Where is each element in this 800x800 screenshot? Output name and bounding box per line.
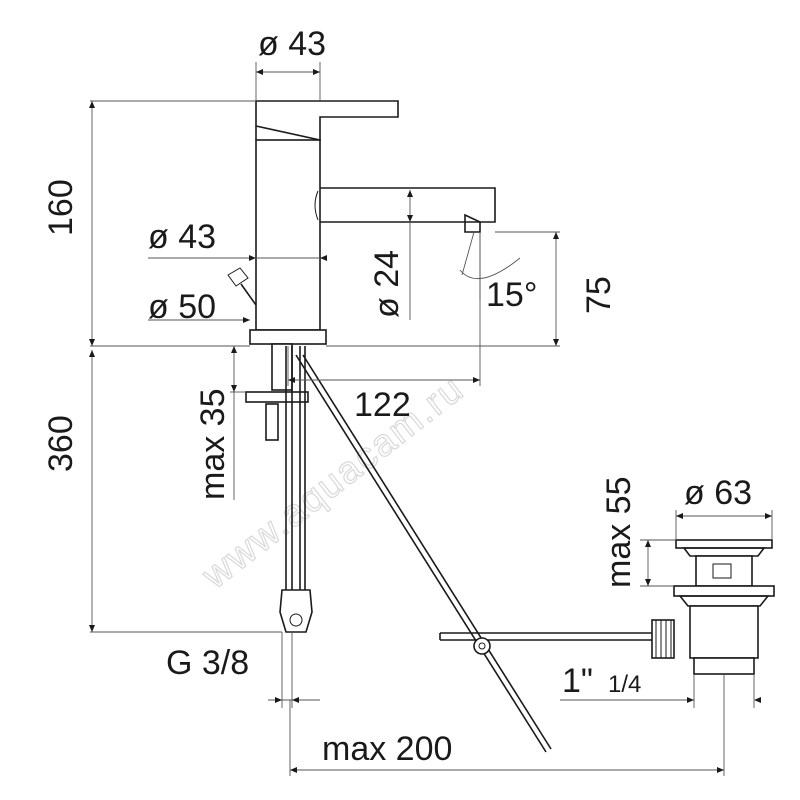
lever-pivot [473,637,491,655]
base-plate [249,329,327,345]
popup-rod-top [240,283,257,306]
faucet [227,100,496,345]
label-base-diameter: ø 50 [148,288,216,326]
label-thread-size: G 3/8 [166,644,249,682]
popup-knob [227,267,249,287]
dimension-labels: ø 43 160 ø 43 ø 50 ø 24 15° 75 max 35 12… [42,25,752,768]
mounting-stem [271,343,293,391]
popup-rod-left [295,354,547,753]
aerator [464,213,481,233]
label-hose-length: 360 [42,415,80,472]
mounting-washer [245,391,309,403]
waste-flange-taper [678,595,770,607]
waste-body-main [689,605,759,659]
waste-valve [673,539,775,675]
popup-rod-right [302,354,552,750]
waste-slot [712,563,732,579]
waste-cap-top [675,539,773,549]
dimension-lines [89,62,773,776]
waste-flange [673,585,775,597]
body-cylinder [255,139,321,331]
label-waste-thread-fraction: 1/4 [608,671,641,698]
waste-tail [693,657,755,675]
label-spout-diameter: ø 24 [368,250,406,318]
mounting-nut [265,403,279,441]
label-spout-angle: 15° [486,276,537,314]
label-body-diameter: ø 43 [148,218,216,256]
label-waste-max-height: max 55 [600,477,638,589]
under-sink-assembly [245,343,675,753]
label-handle-diameter: ø 43 [258,25,326,63]
lever-pivot-center [478,642,486,650]
spout [320,187,496,223]
label-spout-reach: 122 [354,386,411,424]
waste-body-upper [695,555,753,587]
label-max-thickness: max 35 [194,389,232,501]
label-spout-height: 75 [580,276,618,314]
label-body-height: 160 [42,179,80,236]
hose-fitting-nut [289,613,303,627]
spout-joint [314,190,319,221]
label-waste-diameter: ø 63 [684,474,752,512]
label-max-distance: max 200 [322,730,452,768]
label-waste-thread: 1" [562,662,593,700]
waste-cap-taper [682,547,766,557]
waste-connector [651,619,675,659]
lever-handle [255,100,399,141]
hose-fitting [279,589,313,633]
